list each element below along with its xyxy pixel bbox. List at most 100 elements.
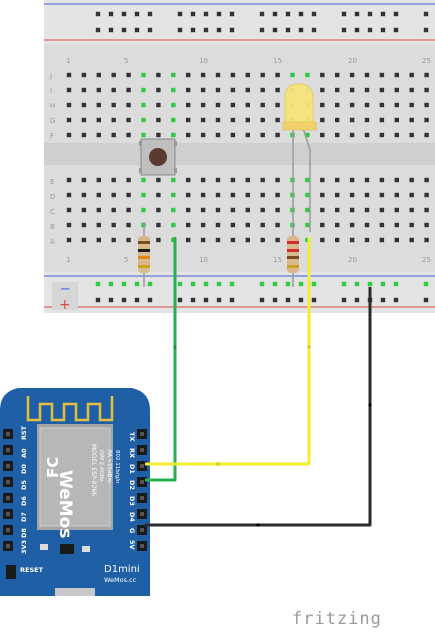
wemos-d1-mini-board: FC WeMos MODEL ESP-8266 ISM 2.4GHz PA +2…: [0, 388, 150, 596]
resistor-button-band-2: [138, 249, 150, 252]
wire-yellow: [145, 237, 311, 466]
breadboard-hole: [171, 222, 176, 228]
header-pin-hole: [6, 448, 10, 452]
header-pin-hole: [140, 432, 144, 436]
breadboard-hole: [96, 72, 101, 78]
breadboard-hole: [260, 237, 265, 243]
breadboard-hole: [394, 237, 399, 243]
breadboard-hole: [66, 222, 72, 228]
breadboard-hole: [126, 102, 131, 108]
breadboard-hole: [409, 132, 414, 138]
rail-hole: [354, 281, 360, 287]
col-label-25-top: 25: [422, 57, 431, 65]
rail-sign-box: [52, 282, 78, 310]
rail-hole: [147, 27, 153, 33]
breadboard-hole: [424, 102, 429, 108]
breadboard-hole: [260, 192, 265, 198]
breadboard-hole: [275, 132, 280, 138]
breadboard-hole: [379, 132, 385, 138]
rail-hole: [203, 297, 209, 303]
wire-green-joint: [173, 345, 177, 349]
breadboard-hole: [200, 72, 206, 78]
breadboard-hole: [305, 192, 310, 198]
rail-hole: [298, 11, 304, 17]
rail-hole: [285, 11, 291, 17]
breadboard-hole: [349, 237, 355, 243]
rail-hole: [190, 281, 196, 287]
breadboard-hole: [111, 117, 116, 123]
row-label-g: G: [50, 117, 55, 125]
breadboard-hole: [275, 237, 280, 243]
breadboard-hole: [349, 177, 355, 183]
breadboard-hole: [96, 102, 101, 108]
wire-yellow-mid-joint: [216, 462, 220, 466]
header-pin-hole: [140, 448, 144, 452]
breadboard-hole: [66, 207, 72, 213]
rail-hole: [393, 11, 399, 17]
breadboard-hole: [394, 177, 399, 183]
pin-label-d4: D4: [128, 512, 136, 522]
rail-hole: [95, 11, 101, 17]
breadboard-hole: [171, 87, 176, 93]
resistor-button: [138, 222, 150, 287]
rail-hole: [341, 11, 347, 17]
pin-label-d8: D8: [20, 528, 28, 538]
breadboard-hole: [156, 177, 161, 183]
module-model: MODEL ESP-8266: [90, 444, 97, 496]
breadboard-hole: [349, 132, 355, 138]
rail-hole: [423, 297, 429, 303]
rail-hole: [121, 281, 127, 287]
header-pin-hole: [140, 464, 144, 468]
breadboard-hole: [320, 132, 325, 138]
breadboard-hole: [364, 192, 370, 198]
led-base: [282, 121, 317, 131]
breadboard-hole: [275, 102, 280, 108]
rail-hole: [108, 27, 114, 33]
breadboard-hole: [409, 237, 414, 243]
board-name: D1mini: [104, 564, 140, 575]
breadboard-hole: [81, 192, 87, 198]
breadboard-hole: [424, 192, 429, 198]
breadboard-hole: [186, 87, 191, 93]
breadboard-hole: [305, 237, 310, 243]
rail-hole: [95, 27, 101, 33]
breadboard-hole: [66, 192, 72, 198]
breadboard-hole: [81, 237, 87, 243]
resistor-led-band-2: [287, 249, 299, 252]
breadboard-hole: [335, 207, 340, 213]
rail-hole: [311, 297, 317, 303]
rail-hole: [298, 281, 304, 287]
breadboard-hole: [335, 102, 340, 108]
breadboard-hole: [335, 222, 340, 228]
breadboard-hole: [215, 192, 221, 198]
breadboard-hole: [364, 237, 370, 243]
breadboard-hole: [260, 72, 265, 78]
rail-hole: [259, 11, 265, 17]
push-button: [139, 138, 177, 176]
rail-hole: [134, 297, 140, 303]
breadboard-hole: [260, 207, 265, 213]
breadboard-hole: [260, 102, 265, 108]
led-dome: [284, 83, 314, 123]
rail-hole: [393, 281, 399, 287]
breadboard-hole: [379, 87, 385, 93]
breadboard-hole: [81, 102, 87, 108]
breadboard-hole: [111, 102, 116, 108]
breadboard-hole: [230, 102, 236, 108]
breadboard-hole: [424, 207, 429, 213]
breadboard-hole: [141, 117, 146, 123]
resistor-led-body: [287, 236, 299, 273]
breadboard-holes: [66, 11, 429, 303]
breadboard-hole: [230, 72, 236, 78]
breadboard-hole: [230, 132, 236, 138]
rail-hole: [134, 281, 140, 287]
rail-hole: [177, 281, 183, 287]
breadboard-hole: [320, 222, 325, 228]
top-power-rail: [44, 0, 435, 44]
rail-plus-sign: +: [59, 297, 71, 313]
breadboard-hole: [186, 102, 191, 108]
header-pin-hole: [6, 544, 10, 548]
pin-label-d2: D2: [128, 480, 136, 490]
col-label-1-bottom: 1: [66, 256, 70, 264]
breadboard-hole: [200, 207, 206, 213]
